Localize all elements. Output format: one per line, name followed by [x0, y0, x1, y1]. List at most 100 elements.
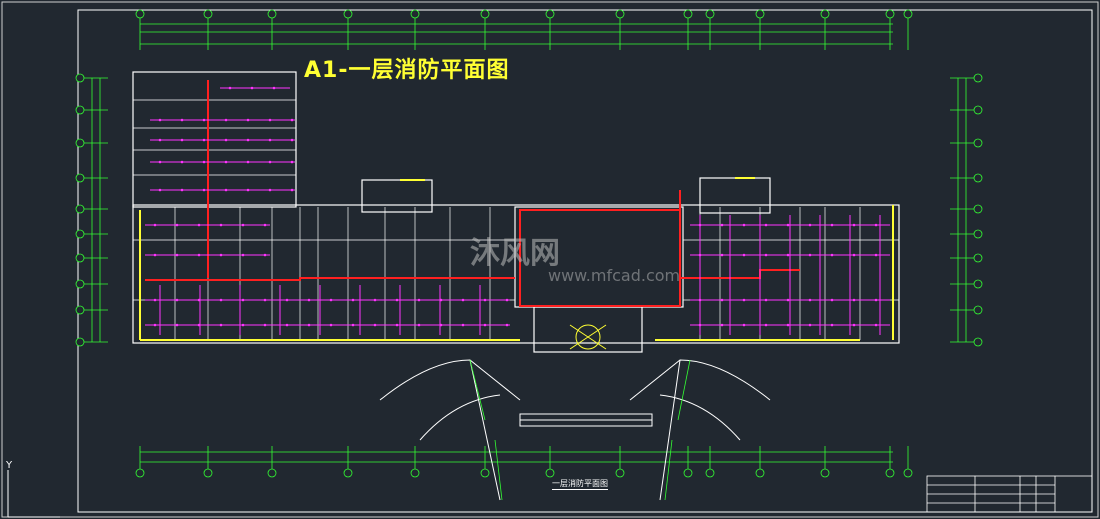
sprinkler-head-icon: [742, 298, 746, 302]
axis-bubble-icon: [973, 204, 983, 214]
title-block: [926, 475, 1093, 513]
sprinkler-head-icon: [329, 298, 333, 302]
axis-bubble-icon: [705, 9, 715, 19]
sprinkler-head-icon: [290, 118, 294, 122]
sprinkler-head-icon: [764, 223, 768, 227]
axis-bubble-icon: [75, 204, 85, 214]
sprinkler-head-icon: [153, 298, 157, 302]
sprinkler-head-icon: [202, 118, 206, 122]
sprinkler-head-icon: [153, 323, 157, 327]
entrance-ornament: [569, 324, 607, 350]
sheet-name-label: 一层消防平面图: [552, 479, 608, 490]
axis-bubble-icon: [973, 305, 983, 315]
sprinkler-head-icon: [158, 118, 162, 122]
axis-bubble-icon: [973, 138, 983, 148]
axis-bubble-icon: [973, 105, 983, 115]
axis-bubble-icon: [267, 468, 277, 478]
sprinkler-head-icon: [830, 323, 834, 327]
sprinkler-head-icon: [158, 160, 162, 164]
sprinkler-head-icon: [246, 188, 250, 192]
sprinkler-head-icon: [180, 138, 184, 142]
sprinkler-head-icon: [268, 118, 272, 122]
sprinkler-branches: [145, 87, 890, 335]
sprinkler-head-icon: [786, 298, 790, 302]
sprinkler-head-icon: [219, 323, 223, 327]
sprinkler-head-icon: [175, 323, 179, 327]
sprinkler-head-icon: [461, 323, 465, 327]
sprinkler-head-icon: [742, 323, 746, 327]
sprinkler-head-icon: [263, 223, 267, 227]
axis-bubble-icon: [820, 468, 830, 478]
sprinkler-head-icon: [241, 253, 245, 257]
sprinkler-head-icon: [197, 298, 201, 302]
sprinkler-head-icon: [786, 323, 790, 327]
sprinkler-head-icon: [830, 223, 834, 227]
sprinkler-head-icon: [241, 223, 245, 227]
sprinkler-head-icon: [742, 223, 746, 227]
axis-bubble-icon: [903, 9, 913, 19]
axis-bubble-icon: [615, 9, 625, 19]
axis-bubble-icon: [75, 253, 85, 263]
sprinkler-head-icon: [290, 160, 294, 164]
watermark-brand: 沐风网: [470, 236, 560, 271]
axis-bubble-icon: [820, 9, 830, 19]
axis-bubble-icon: [135, 9, 145, 19]
sprinkler-head-icon: [417, 323, 421, 327]
axis-bubble-icon: [705, 468, 715, 478]
sprinkler-head-icon: [307, 298, 311, 302]
sprinkler-head-icon: [786, 223, 790, 227]
axis-bubble-icon: [75, 229, 85, 239]
canopy-dimensions: [469, 359, 691, 501]
watermark-url: www.mfcad.com: [548, 266, 681, 285]
sprinkler-head-icon: [395, 298, 399, 302]
sprinkler-head-icon: [698, 298, 702, 302]
sprinkler-head-icon: [830, 298, 834, 302]
sprinkler-head-icon: [268, 188, 272, 192]
sprinkler-head-icon: [874, 223, 878, 227]
top-dimension-lines: [140, 23, 893, 45]
sprinkler-head-icon: [439, 323, 443, 327]
sprinkler-head-icon: [197, 223, 201, 227]
sprinkler-head-icon: [175, 253, 179, 257]
axis-bubble-icon: [973, 253, 983, 263]
axis-bubble-icon: [410, 468, 420, 478]
sprinkler-head-icon: [241, 323, 245, 327]
axis-bubble-icon: [480, 468, 490, 478]
fire-main-pipe: [145, 80, 800, 307]
sprinkler-head-icon: [158, 188, 162, 192]
sprinkler-head-icon: [307, 323, 311, 327]
sprinkler-head-icon: [720, 298, 724, 302]
sprinkler-head-icon: [461, 298, 465, 302]
sprinkler-head-icon: [329, 323, 333, 327]
sprinkler-head-icon: [202, 160, 206, 164]
sprinkler-head-icon: [786, 253, 790, 257]
building-walls: [132, 71, 900, 353]
axis-bubble-icon: [973, 173, 983, 183]
axis-bubble-icon: [135, 468, 145, 478]
axis-bubble-icon: [203, 9, 213, 19]
sprinkler-head-icon: [483, 298, 487, 302]
sprinkler-head-icon: [246, 138, 250, 142]
sprinkler-head-icon: [219, 253, 223, 257]
side-dimension-lines: [91, 78, 967, 342]
sprinkler-head-icon: [219, 223, 223, 227]
axis-bubble-icon: [755, 9, 765, 19]
sprinkler-head-icon: [285, 323, 289, 327]
sprinkler-head-icon: [505, 298, 509, 302]
sprinkler-head-icon: [219, 298, 223, 302]
axis-bubble-icon: [480, 9, 490, 19]
axis-bubble-icon: [410, 9, 420, 19]
sprinkler-head-icon: [698, 253, 702, 257]
sprinkler-head-icon: [874, 298, 878, 302]
sprinkler-head-icon: [250, 86, 254, 90]
sprinkler-head-icon: [224, 160, 228, 164]
axis-bubble-icon: [615, 468, 625, 478]
axis-bubble-icon: [973, 279, 983, 289]
sprinkler-head-icon: [395, 323, 399, 327]
sprinkler-head-icon: [197, 323, 201, 327]
axis-bubble-icon: [683, 468, 693, 478]
sprinkler-head-icon: [808, 253, 812, 257]
sprinkler-head-icon: [246, 160, 250, 164]
axis-bubble-icon: [75, 173, 85, 183]
